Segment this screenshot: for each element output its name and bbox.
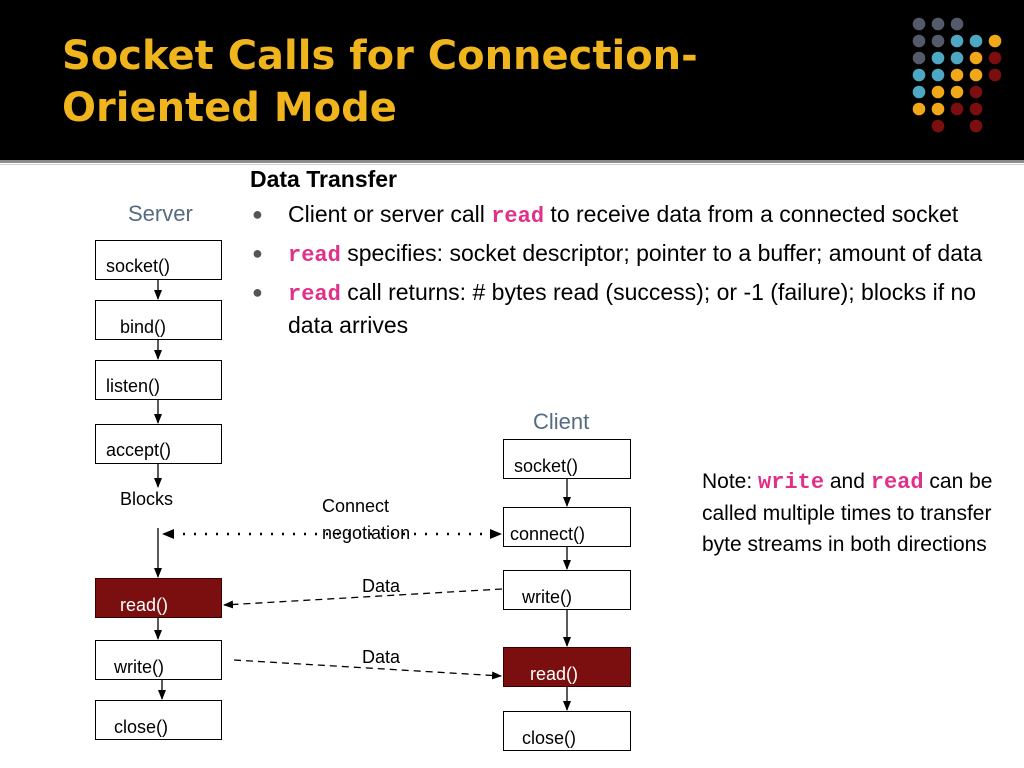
decor-dot [912,85,926,99]
bullet2-text: specifies: socket descriptor; pointer to… [340,240,983,266]
negotiation-arrowhead-right [490,529,502,539]
note-text: Note: write and read can be called multi… [702,466,1002,560]
decor-dot [931,102,945,116]
decor-dot [969,51,983,65]
bullet-dot-icon: ● [252,243,263,263]
decor-dot [950,34,964,48]
decor-dot [988,68,1002,82]
decor-dot [912,51,926,65]
client-label: Client [533,409,590,434]
connect-negotiation-label: Connect negotiation [322,493,410,547]
decor-dot [950,102,964,116]
decor-dot [912,17,926,31]
server-blocks-label: Blocks [120,489,174,509]
server-label: Server [128,201,193,226]
decor-dot [950,17,964,31]
note-mid: and [824,470,871,493]
decor-dot [969,85,983,99]
server-bind-box: bind() [95,300,222,340]
decor-dot [950,51,964,65]
bullet-item: ● Client or server call read to receive … [250,199,1020,232]
negotiation-arrowhead-left [162,529,174,539]
decor-dot [931,85,945,99]
bullet1-text-post: to receive data from a connected socket [544,201,959,227]
data-label-1: Data [362,576,401,596]
decor-dot [950,85,964,99]
data-transfer-section: Data Transfer ● Client or server call re… [250,166,1020,347]
note-keyword-read: read [870,470,924,495]
data-transfer-heading: Data Transfer [250,166,398,192]
server-close-box: close() [95,700,222,740]
decor-dot [969,119,983,133]
connect-label-line2: negotiation [322,523,411,543]
note-post: can be called multiple times to transfer… [702,470,993,556]
header-divider-thin [0,164,1024,165]
decorative-dots [912,17,1002,133]
data-transfer-list: ● Client or server call read to receive … [250,199,1020,341]
client-close-box: close() [503,711,631,751]
client-connect-box: connect() [503,507,631,547]
decor-dot [969,34,983,48]
client-read-box: read() [503,647,631,687]
bullet3-keyword: read [288,282,341,307]
note-keyword-write: write [758,470,825,495]
decor-dot [912,34,926,48]
slide-title: Socket Calls for Connection-Oriented Mod… [62,33,698,131]
decor-dot [950,68,964,82]
server-accept-box: accept() [95,424,222,464]
client-write-box: write() [503,570,631,610]
title-bar: Socket Calls for Connection-Oriented Mod… [0,0,1024,160]
bullet1-text-pre: Client or server call [288,201,492,227]
decor-dot [931,119,945,133]
header-divider [0,160,1024,163]
client-socket-box: socket() [503,439,631,479]
note-prefix: Note: [702,470,759,493]
data-label-2: Data [362,647,401,667]
bullet-dot-icon: ● [252,204,263,224]
decor-dot [931,51,945,65]
connect-label-line1: Connect [322,496,390,516]
decor-dot [988,51,1002,65]
bullet3-text: call returns: # bytes read (success); or… [288,279,977,338]
decor-dot [931,17,945,31]
decor-dot [969,68,983,82]
server-read-box: read() [95,578,222,618]
decor-dot [931,68,945,82]
bullet-item: ● read call returns: # bytes read (succe… [250,277,1020,341]
decor-dot [912,102,926,116]
server-socket-box: socket() [95,240,222,280]
decor-dot [988,34,1002,48]
bullet2-keyword: read [288,243,341,268]
bullet1-keyword: read [491,204,545,229]
decor-dot [912,68,926,82]
server-listen-box: listen() [95,360,222,400]
server-write-box: write() [95,640,222,680]
decor-dot [931,34,945,48]
decor-dot [969,102,983,116]
bullet-item: ● read specifies: socket descriptor; poi… [250,238,1020,271]
bullet-dot-icon: ● [252,282,263,302]
